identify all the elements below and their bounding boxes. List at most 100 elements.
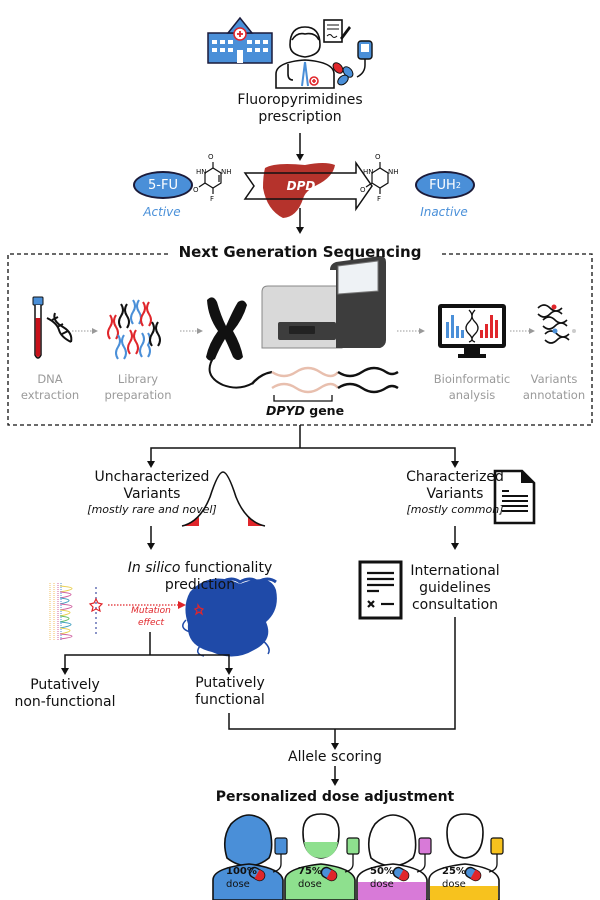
insilico-rest: functionality [180, 560, 273, 576]
guidelines-line2: guidelines [419, 579, 491, 596]
step-label-line1: Library [117, 372, 159, 386]
chromosome-icon [206, 297, 247, 361]
dose-unit: dose [298, 878, 322, 890]
step-label-line2: analysis [448, 387, 496, 402]
step-label-line1: Variants [530, 372, 578, 386]
bioinformatics-monitor-icon [438, 304, 506, 358]
insilico-line1: In silico functionality [100, 560, 300, 577]
guidelines-checklist-icon [358, 560, 403, 620]
dpyd-gene-italic: DPYD [265, 403, 305, 418]
ngs-title: Next Generation Sequencing [178, 243, 422, 261]
characterized-line1: Characterized [406, 469, 504, 485]
guidelines-label: International guidelines consultation [405, 563, 505, 613]
mutation-line2: effect [137, 617, 165, 628]
mutation-effect-label: Mutation effect [116, 606, 186, 629]
dose-label-50: 50%dose [370, 866, 394, 891]
functional-line1: Putatively [195, 675, 265, 691]
merge-connector [228, 617, 456, 744]
prescription-label-line2: prescription [258, 108, 342, 125]
prescription-label-line1: Fluoropyrimidines [237, 92, 363, 108]
arrow-uncharacterized [147, 461, 155, 468]
dose-unit: dose [370, 878, 394, 890]
branch-connector [150, 425, 456, 462]
allele-scoring-label: Allele scoring [288, 749, 382, 765]
blood-tube-icon [32, 296, 44, 359]
functional-line2: functional [195, 691, 265, 708]
nonfunctional-line2: non-functional [14, 693, 116, 710]
arrow-to-guidelines [451, 526, 459, 550]
arrow-to-insilico [147, 526, 155, 550]
uncharacterized-line2: Variants [123, 485, 181, 502]
chromatogram-icon [49, 583, 104, 640]
library-dna-icon [107, 299, 161, 360]
prescription-label: Fluoropyrimidines prescription [220, 92, 380, 126]
dpyd-bracket [273, 395, 333, 402]
atom-o-top-left: O [208, 153, 214, 161]
patient-25 [428, 813, 504, 900]
arrow-to-ngs [296, 208, 304, 234]
uncharacterized-line1: Uncharacterized [94, 469, 210, 485]
characterized-line2: Variants [426, 485, 484, 502]
active-drug-label: 5-FU [148, 177, 178, 193]
5fu-ellipse: 5-FU [133, 171, 193, 199]
mutation-effect-arrow [108, 601, 186, 609]
patient-100 [212, 814, 288, 900]
insilico-label: In silico functionality prediction [100, 560, 300, 594]
step-label-line1: DNA [37, 372, 63, 386]
insilico-branch-connector [64, 632, 230, 669]
pills-icon [332, 62, 354, 86]
characterized-note: [mostly common] [406, 502, 504, 516]
dose-adjustment-title: Personalized dose adjustment [215, 789, 455, 805]
atom-nh-right: NH [388, 168, 399, 176]
inactive-drug-subscript: 2 [455, 180, 461, 190]
inactive-drug-label: FUH [429, 177, 456, 193]
atom-o-top-right: O [375, 153, 381, 161]
dose-percent: 75% [298, 866, 322, 877]
step-label-line2: annotation [522, 387, 586, 402]
document-icon [493, 469, 536, 525]
mutation-line1: Mutation [131, 606, 171, 616]
dotted-arrow-1 [72, 328, 98, 334]
atom-f-left: F [210, 195, 215, 203]
characterized-label: Characterized Variants [mostly common] [380, 469, 530, 516]
dose-label-75: 75%dose [298, 866, 322, 891]
chromatin-strand [208, 354, 254, 389]
dose-percent: 25% [442, 866, 466, 877]
dotted-arrow-2 [180, 328, 203, 334]
fuh2-structure-icon [365, 162, 389, 194]
insilico-line2: prediction [164, 576, 236, 593]
atom-o-right: O [360, 186, 366, 194]
iv-bag-icon [356, 40, 373, 78]
dose-label-100: 100%dose [226, 866, 257, 891]
atom-hn-left: HN [196, 168, 207, 176]
step-label-line2: extraction [20, 387, 80, 402]
dose-percent: 100% [226, 866, 257, 877]
guidelines-line3: consultation [411, 596, 499, 613]
dotted-arrow-4 [510, 328, 535, 334]
signed-document-icon [323, 19, 351, 43]
uncharacterized-note: [mostly rare and novel] [87, 502, 217, 516]
dose-label-25: 25%dose [442, 866, 466, 891]
nonfunctional-line1: Putatively [30, 677, 100, 693]
dpyd-gene-suffix: gene [304, 403, 345, 418]
hospital-icon [207, 16, 273, 64]
insilico-italic: In silico [127, 560, 181, 576]
sequencer-machine-icon [261, 256, 386, 349]
dpyd-dna-icon [251, 366, 399, 394]
dpd-conversion-arrow [243, 160, 373, 212]
arrow-characterized [451, 461, 459, 468]
liver-icon [263, 163, 335, 218]
patients-group [212, 813, 504, 900]
distribution-curve-icon [181, 471, 266, 527]
arrow-functional [225, 668, 233, 675]
variants-dna-icon [537, 304, 576, 344]
arrow-dose-adjustment [331, 766, 339, 786]
dpyd-gene-label: DPYD gene [250, 403, 360, 418]
arrow-nonfunctional [61, 668, 69, 675]
dose-percent: 50% [370, 866, 394, 877]
mutation-star-icon [88, 597, 104, 613]
